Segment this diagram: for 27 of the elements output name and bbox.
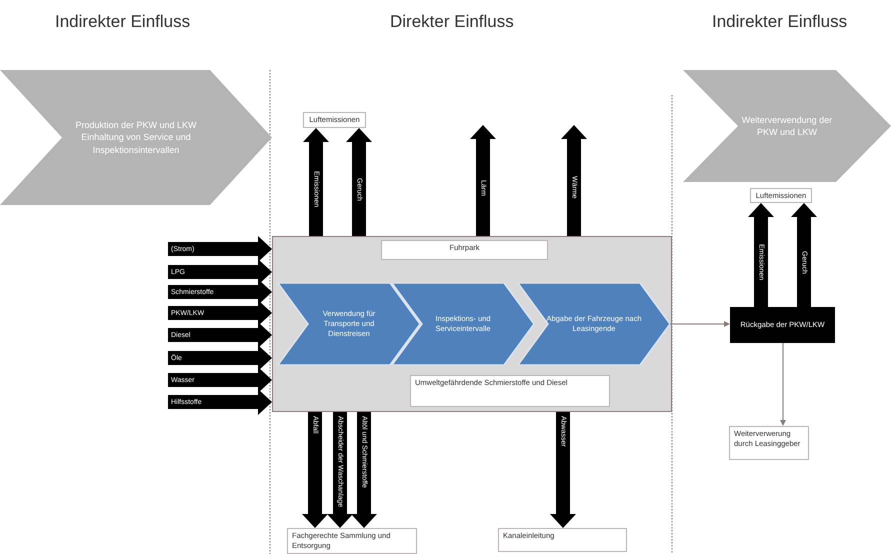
block-arrow — [470, 125, 496, 236]
container-box — [272, 236, 672, 412]
block-arrow — [168, 259, 272, 285]
block-arrow — [550, 412, 576, 528]
block-arrow — [168, 345, 272, 371]
node-text: Produktion der PKW und LKW — [75, 119, 197, 132]
block-arrow — [303, 128, 329, 236]
node-text: Einhaltung von Service und Inspektionsintervallen — [80, 131, 192, 156]
column-heading: Indirekter Einfluss — [55, 12, 190, 32]
column-heading: Indirekter Einfluss — [712, 12, 848, 32]
block-arrow — [327, 412, 353, 528]
block-arrow — [168, 389, 272, 415]
block-arrow — [168, 279, 272, 305]
block-arrow — [168, 322, 272, 348]
arrow — [780, 342, 786, 426]
block-arrow — [791, 203, 817, 307]
block-arrow — [748, 203, 774, 307]
block-arrow — [346, 128, 372, 236]
block-arrow — [168, 300, 272, 326]
node-text: Weiterverwendung der PKW und LKW — [740, 114, 834, 138]
arrow — [670, 321, 730, 327]
column-heading: Direkter Einfluss — [390, 12, 514, 32]
block-arrow — [168, 367, 272, 393]
block-arrow — [561, 125, 587, 236]
block-arrow — [351, 412, 377, 528]
block-arrow — [302, 412, 328, 528]
block-arrow — [168, 236, 272, 262]
